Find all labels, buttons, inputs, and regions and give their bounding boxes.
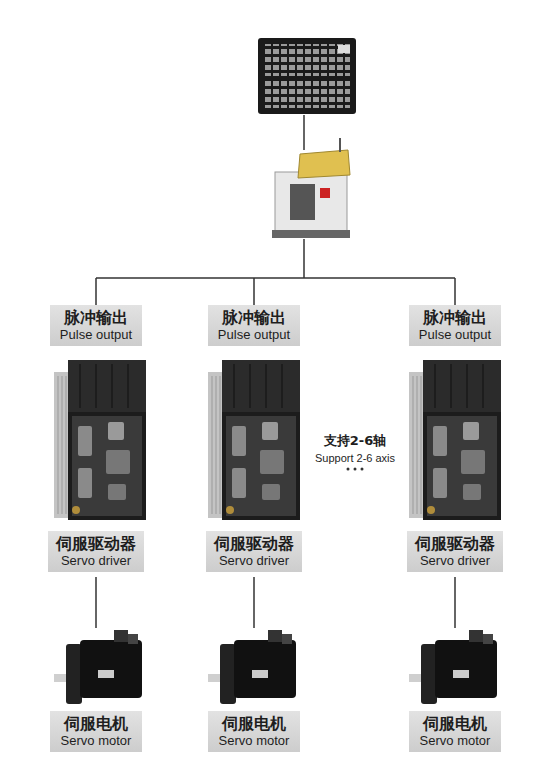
chinese-label: 脉冲输出 — [58, 308, 134, 327]
english-label: Pulse output — [417, 327, 493, 343]
chinese-label: 伺服驱动器 — [214, 534, 294, 553]
ellipsis-dots — [347, 468, 364, 471]
english-label: Servo motor — [58, 733, 134, 749]
label-band: 脉冲输出Pulse output — [208, 305, 300, 346]
english-label: Servo driver — [214, 553, 294, 569]
servo-driver-figure — [54, 360, 146, 520]
servo-motor-figure — [208, 630, 296, 704]
chinese-label: 脉冲输出 — [216, 308, 292, 327]
chinese-label: 伺服电机 — [58, 714, 134, 733]
label-band: 伺服驱动器Servo driver — [206, 531, 302, 572]
label-band: 脉冲输出Pulse output — [50, 305, 142, 346]
english-label: Pulse output — [58, 327, 134, 343]
servo-driver-figure — [409, 360, 501, 520]
english-label: Pulse output — [216, 327, 292, 343]
chinese-label: 伺服电机 — [216, 714, 292, 733]
axis-note: Support 2-6 axis — [315, 451, 395, 465]
chinese-label: 伺服驱动器 — [56, 534, 136, 553]
label-band: 脉冲输出Pulse output — [409, 305, 501, 346]
label-band: 伺服驱动器Servo driver — [407, 531, 503, 572]
label-band: 伺服电机Servo motor — [208, 711, 300, 752]
chinese-label: 脉冲输出 — [417, 308, 493, 327]
wire — [96, 115, 455, 628]
servo-driver-figure — [208, 360, 300, 520]
label-band: 伺服电机Servo motor — [409, 711, 501, 752]
english-label: Servo driver — [56, 553, 136, 569]
axis-note: 支持2-6轴 — [324, 433, 387, 449]
servo-motor-figure — [54, 630, 142, 704]
chinese-label: 伺服电机 — [417, 714, 493, 733]
servo-motor-figure — [409, 630, 497, 704]
english-label: Servo motor — [417, 733, 493, 749]
chinese-label: 伺服驱动器 — [415, 534, 495, 553]
label-band: 伺服电机Servo motor — [50, 711, 142, 752]
cnc-controller — [258, 38, 356, 114]
english-label: Servo driver — [415, 553, 495, 569]
label-band: 伺服驱动器Servo driver — [48, 531, 144, 572]
cnc-machine — [272, 138, 350, 238]
english-label: Servo motor — [216, 733, 292, 749]
